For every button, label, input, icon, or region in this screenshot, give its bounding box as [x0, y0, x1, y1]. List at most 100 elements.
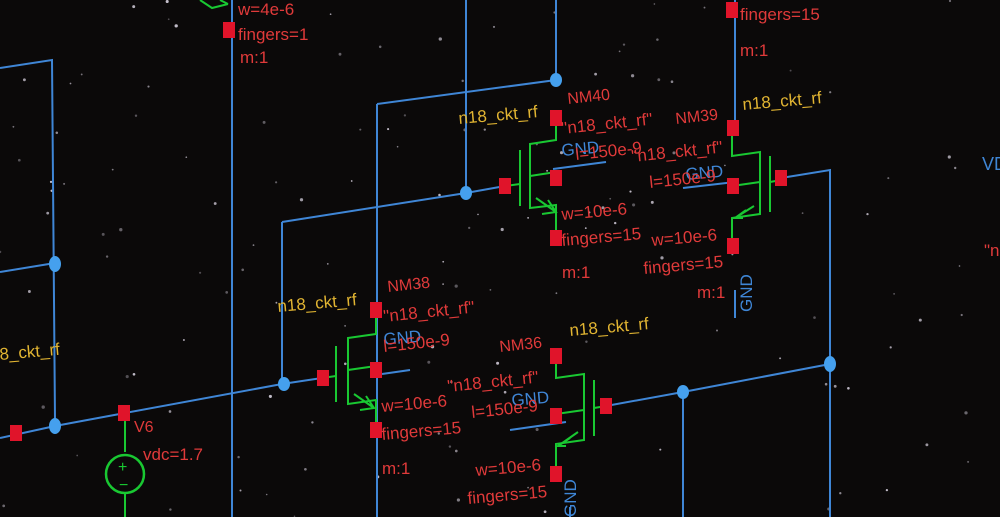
pins [10, 2, 787, 482]
grid-dot [41, 405, 45, 409]
pin [223, 22, 235, 38]
grid-dot [2, 504, 6, 508]
grid-dot [185, 156, 188, 159]
grid-dot [503, 390, 507, 394]
grid-dot [132, 372, 136, 376]
grid-dot [262, 120, 266, 124]
grid-dot [893, 293, 895, 295]
instance-name-nm39: NM39 [675, 107, 719, 128]
grid-dot [948, 0, 952, 3]
junction-dot [677, 385, 689, 399]
grid-dot [889, 346, 892, 349]
bulk-gnd-nm36: GND [511, 388, 550, 410]
grid-dot [350, 180, 353, 182]
right-edge-label-blue: VD [982, 154, 1000, 174]
grid-dot [437, 432, 441, 435]
grid-dot [885, 488, 889, 492]
v6-minus-sign: − [119, 477, 128, 494]
grid-dot [653, 3, 656, 5]
grid-dots [0, 0, 970, 517]
grid-dot [492, 25, 496, 28]
grid-dot [80, 73, 83, 76]
pin [499, 178, 511, 194]
grid-dot [199, 271, 202, 274]
grid-dot [918, 318, 922, 322]
grid-dot [378, 45, 382, 49]
wire [0, 262, 56, 273]
right-edge-label-red: "n [984, 241, 1000, 260]
grid-dot [265, 493, 268, 496]
grid-dot [489, 289, 492, 291]
grid-dot [824, 382, 828, 386]
grid-dot [403, 114, 407, 117]
grid-dot [496, 361, 500, 365]
transistor-top-left[interactable] [199, 0, 229, 10]
grid-dot [629, 190, 632, 193]
grid-dot [174, 24, 178, 28]
grid-dot [344, 362, 347, 366]
grid-dot [69, 82, 72, 85]
wire [682, 181, 736, 189]
junction-dot [49, 418, 61, 434]
pin [727, 238, 739, 254]
grid-dot [275, 181, 278, 184]
pin [10, 425, 22, 441]
wire [552, 161, 607, 170]
grid-dot [27, 290, 31, 293]
grid-dot [801, 212, 804, 214]
grid-dot [584, 227, 587, 229]
grid-dot [0, 250, 2, 254]
transistor-nm36[interactable] [554, 356, 607, 470]
bulk-gnd-vertical-nm36: GND [561, 479, 580, 517]
param-width: w=4e-6 [237, 0, 294, 19]
grid-dot [960, 313, 963, 317]
grid-dot [947, 155, 951, 159]
grid-dot [167, 18, 170, 21]
grid-dot [456, 498, 460, 502]
grid-dot [125, 375, 129, 379]
grid-dot [609, 197, 612, 200]
grid-dot [225, 291, 229, 294]
wire [381, 369, 411, 375]
grid-dot [925, 443, 929, 447]
grid-dot [275, 301, 278, 304]
v6-plus-sign: + [118, 459, 127, 476]
param-mult: m:1 [240, 48, 268, 67]
pin [550, 230, 562, 246]
grid-dot [559, 151, 564, 155]
grid-dot [483, 128, 486, 131]
grid-dot [670, 80, 674, 83]
grid-dot [585, 340, 588, 343]
grid-dot [613, 221, 617, 225]
junction-dot [550, 73, 562, 87]
bulk-gnd-nm40: GND [561, 138, 600, 160]
pin [550, 110, 562, 126]
param-fingers: fingers=1 [238, 25, 308, 44]
grid-dot [477, 213, 479, 216]
param-mult-nm39: m:1 [697, 283, 725, 302]
instance-name-nm38: NM38 [387, 275, 431, 296]
grid-dot [299, 198, 304, 202]
grid-dot [588, 211, 591, 214]
grid-dot [237, 455, 240, 459]
grid-dot [672, 151, 676, 155]
grid-dot [46, 211, 50, 215]
junction-dot [278, 377, 290, 391]
junction-dot [460, 186, 472, 200]
pin [600, 398, 612, 414]
grid-dot [555, 292, 558, 295]
grid-dot [417, 283, 421, 286]
pin [370, 302, 382, 318]
pin [727, 120, 739, 136]
grid-dot [630, 74, 635, 78]
grid-dot [468, 226, 471, 230]
grid-dot [430, 345, 435, 349]
grid-dot [396, 145, 399, 148]
grid-dot [657, 78, 661, 82]
grid-dot [438, 193, 441, 197]
grid-dot [329, 13, 332, 16]
grid-dot [239, 489, 242, 492]
grid-dot [813, 316, 816, 319]
